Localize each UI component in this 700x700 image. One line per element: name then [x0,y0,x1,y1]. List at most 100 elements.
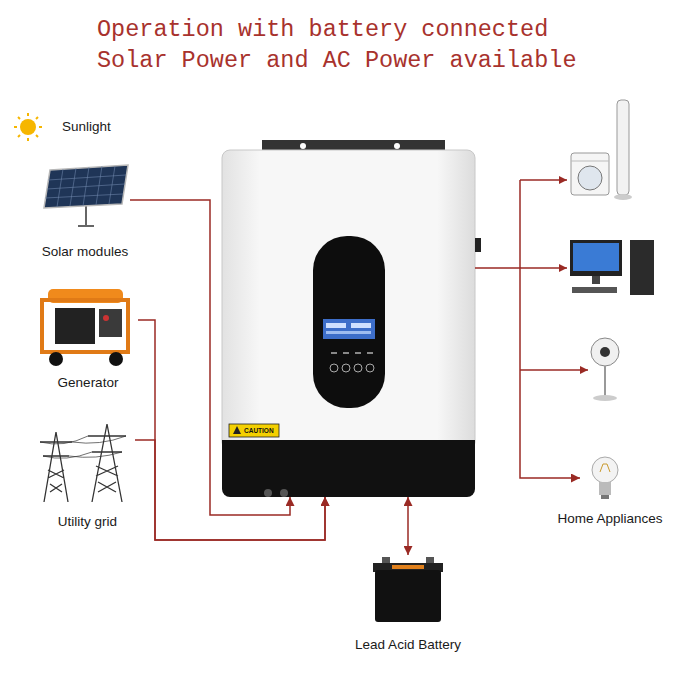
power-wire [407,497,409,555]
inverter-display-part-part [367,352,373,354]
solar-panel-icon-part [44,165,128,208]
sun-icon [14,113,42,141]
inverter-display-part-part [343,352,349,354]
diagram-title: Operation with battery connected Solar P… [97,14,587,76]
caution-sticker-part [233,426,241,434]
source-box: Solar modules [40,163,130,260]
appliance-icons-part [572,287,617,293]
solar-panel-icon-part-part [96,166,102,205]
node-label: Solar modules [42,244,128,260]
appliance-icons-part [600,347,610,357]
appliance-bus-wires-part [519,180,521,268]
appliance-icons-part [573,243,619,271]
appliance-icons-part [592,276,600,284]
inverter-display-part [330,364,374,372]
inverter-body-part [264,489,272,497]
sun-icon-part-part [27,113,29,116]
inverter-display-part [331,352,373,354]
inverter-display-part [351,323,371,328]
generator-icon-part [55,308,95,344]
sun-icon-part-part [36,135,38,137]
node-label: Generator [58,375,119,391]
inverter-display-part-part [366,364,374,372]
solar-panel-icon-part [78,225,94,227]
inverter-display-part-part [354,364,362,372]
sun-icon-part [14,113,42,141]
inverter-display-part [323,319,375,339]
sun-icon-part-part [39,126,42,128]
battery-icon [373,557,443,622]
appliance-icons-part [600,464,610,472]
generator-icon-part [49,352,63,366]
solar-panel-icon-part-part [57,169,63,207]
appliance-icons [570,100,654,499]
battery-box: Lead Acid Battery [360,555,456,653]
utility-grid-icon [40,424,126,502]
sun-icon-part-part [36,117,38,119]
load-box: Home Appliances [580,450,640,527]
solar-panel-icon-part-part [45,194,123,198]
sun-icon-part [20,119,36,135]
solar-panel-icon-part-part [83,167,89,206]
appliance-icons-part [578,166,602,190]
sun-icon-part-part [18,117,20,119]
inverter-body-part [222,440,475,497]
appliance-icons-part [604,366,606,396]
node-label: CAUTION [244,426,274,436]
battery-icon-part [375,570,441,622]
generator-icon-part [109,352,123,366]
appliance-bus-wires-part [520,267,567,269]
appliance-icons-part [630,240,654,295]
solar-panel-icon-part-part [109,166,115,204]
inverter-body [222,140,481,497]
inverter-display-part-part [342,364,350,372]
solar-panel-icon-part-part [70,168,76,206]
node-label: Utility grid [58,514,117,530]
appliance-bus-wires-part [520,179,567,181]
caution-sticker [229,424,279,437]
caution-sticker-part [229,424,279,437]
power-wire [130,200,290,515]
sun-icon-part-part [18,135,20,137]
appliance-icons-part [599,482,611,495]
appliance-icons-part [617,100,629,195]
inverter-display-part-part [355,352,361,354]
power-wire [475,268,580,478]
solar-panel-icon-part [45,166,126,207]
appliance-icons-part [570,240,622,276]
utility-grid-icon-part [88,424,126,502]
generator-icon-part [99,309,122,337]
generator-icon-part [42,300,128,352]
inverter-body-part [222,150,475,450]
text-label: Sunlight [62,119,111,135]
inverter-display-part [326,331,371,334]
inverter-body-part [222,440,475,452]
inverter-display-part [313,236,385,408]
battery-icon-part [392,565,424,569]
sun-icon-part-part [14,126,17,128]
inverter-body-part [300,143,306,149]
appliance-icons-part [614,194,632,200]
generator-icon-part [103,315,109,321]
solar-panel-icon-part [85,205,87,226]
power-wire [135,440,325,540]
solar-panel-icon [44,165,128,226]
appliance-icons-part [591,338,619,366]
appliance-bus-wires-part [520,369,588,371]
appliance-icons-part [592,457,618,483]
inverter-display-part [326,323,346,328]
source-box: Utility grid [40,425,135,530]
inverter-display [313,236,385,408]
inverter-display-part-part [331,352,337,354]
sun-icon-part-part [27,138,29,141]
inverter-box: CAUTION [222,150,475,497]
inverter-body-part [394,143,400,149]
appliance-bus-wires [520,180,588,370]
node-label: Home Appliances [557,511,662,527]
appliance-icons-part [571,161,609,162]
power-wire [138,320,325,540]
